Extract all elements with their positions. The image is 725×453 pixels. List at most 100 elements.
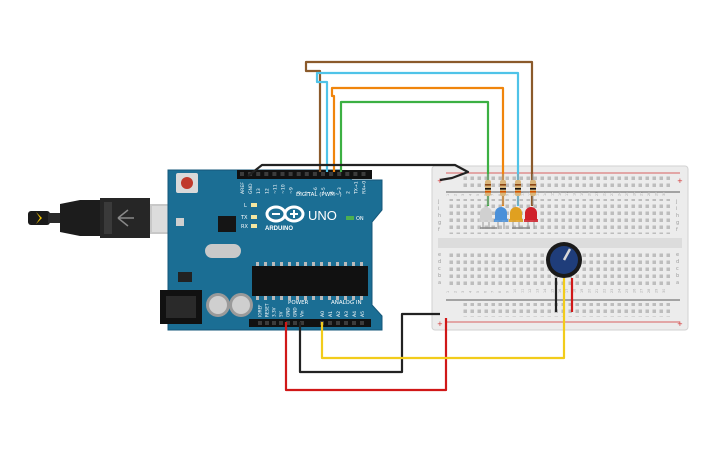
digital-pin-label: 8 (297, 191, 303, 194)
row-label: i (438, 206, 439, 212)
column-label: 24 (617, 192, 621, 196)
column-label: 22 (602, 289, 606, 293)
column-label: 27 (640, 192, 644, 196)
column-label: 7 (491, 194, 495, 196)
led-rx-label: RX (241, 224, 248, 230)
column-label: 11 (521, 192, 525, 196)
column-label: 23 (610, 289, 614, 293)
column-label: 11 (521, 289, 525, 293)
row-label: h (676, 213, 679, 219)
column-label: 15 (550, 289, 554, 293)
column-label: 29 (655, 192, 659, 196)
row-label: i (676, 206, 677, 212)
column-label: 8 (498, 291, 502, 293)
power-pin-label: RESET (265, 303, 270, 317)
brand-label: ARDUINO (265, 226, 293, 232)
wire-orange[interactable] (330, 86, 505, 206)
column-label: 26 (632, 289, 636, 293)
row-label: g (676, 220, 679, 226)
analog-pin-label: A4 (352, 311, 358, 317)
column-label: 1 (446, 291, 450, 293)
board-model-label: UNO (308, 208, 337, 223)
atmega-chip (252, 262, 368, 300)
led-on (346, 216, 354, 220)
led-white[interactable] (479, 174, 493, 229)
power-jack[interactable] (160, 290, 202, 324)
column-label: 24 (617, 289, 621, 293)
digital-pin-label: 7 (305, 191, 311, 194)
column-label: 10 (513, 289, 517, 293)
row-label: b (676, 273, 679, 279)
column-label: 25 (625, 289, 629, 293)
column-label: 17 (565, 192, 569, 196)
analog-pin-label: A1 (328, 311, 334, 317)
digital-pin-label: AREF (240, 182, 246, 194)
digital-pin-label: 4 (329, 191, 335, 194)
row-label: e (676, 252, 679, 258)
wire-black-top[interactable] (247, 163, 470, 182)
column-label: 6 (483, 291, 487, 293)
column-label: 20 (588, 289, 592, 293)
terminal-strip-top[interactable] (446, 199, 670, 234)
column-label: 5 (476, 291, 480, 293)
led-tx-label: TX (240, 215, 248, 221)
wire-yellow[interactable] (320, 278, 566, 360)
wire-black-bottom[interactable] (298, 312, 440, 374)
row-label: d (438, 259, 441, 265)
wire-light-blue[interactable] (315, 71, 520, 206)
capacitor (229, 293, 253, 317)
wire-green[interactable] (339, 100, 490, 206)
column-label: 28 (647, 192, 651, 196)
led-blue[interactable] (494, 174, 508, 229)
column-label: 16 (558, 289, 562, 293)
potentiometer[interactable] (546, 242, 582, 278)
row-label: d (676, 259, 679, 265)
digital-pin-label: TX→1 (353, 181, 359, 195)
wire-red[interactable] (284, 318, 448, 392)
analog-pin-label: A5 (360, 311, 366, 317)
digital-header-label: DIGITAL (PWM~) (296, 192, 342, 198)
reset-button[interactable] (176, 173, 198, 193)
top-power-rail[interactable]: + + (437, 172, 683, 193)
column-label: 22 (602, 192, 606, 196)
column-label: 15 (550, 192, 554, 196)
column-label: 4 (468, 194, 472, 196)
row-label: c (676, 266, 679, 272)
column-label: 9 (506, 291, 510, 293)
column-label: 27 (640, 289, 644, 293)
power-analog-header[interactable] (249, 319, 371, 327)
row-label: f (438, 227, 440, 233)
power-pin-label: GND (286, 307, 291, 317)
lightning-icon (36, 212, 42, 224)
led-yellow[interactable] (509, 174, 523, 229)
digital-pin-label: 12 (264, 188, 270, 194)
column-label: 20 (588, 192, 592, 196)
led-red[interactable] (524, 174, 538, 229)
column-label: 18 (573, 192, 577, 196)
row-label: e (438, 252, 441, 258)
column-label: 7 (491, 291, 495, 293)
column-label: 3 (461, 194, 465, 196)
row-label: c (438, 266, 441, 272)
column-label: 28 (647, 289, 651, 293)
digital-header[interactable] (237, 170, 372, 179)
column-label: 8 (498, 194, 502, 196)
column-label: 12 (528, 192, 532, 196)
column-label: 21 (595, 289, 599, 293)
column-label: 12 (528, 289, 532, 293)
column-label: 1 (446, 194, 450, 196)
row-label: a (676, 280, 679, 286)
digital-pin-label: ~6 (313, 187, 319, 194)
rail-plus-label: + (677, 320, 683, 328)
wire-brown[interactable] (304, 60, 534, 206)
column-label: 14 (543, 192, 547, 196)
led-array[interactable] (479, 174, 538, 229)
usb-cable[interactable] (28, 198, 172, 238)
knob-indicator (562, 248, 572, 261)
analog-pin-label: A3 (344, 311, 350, 317)
